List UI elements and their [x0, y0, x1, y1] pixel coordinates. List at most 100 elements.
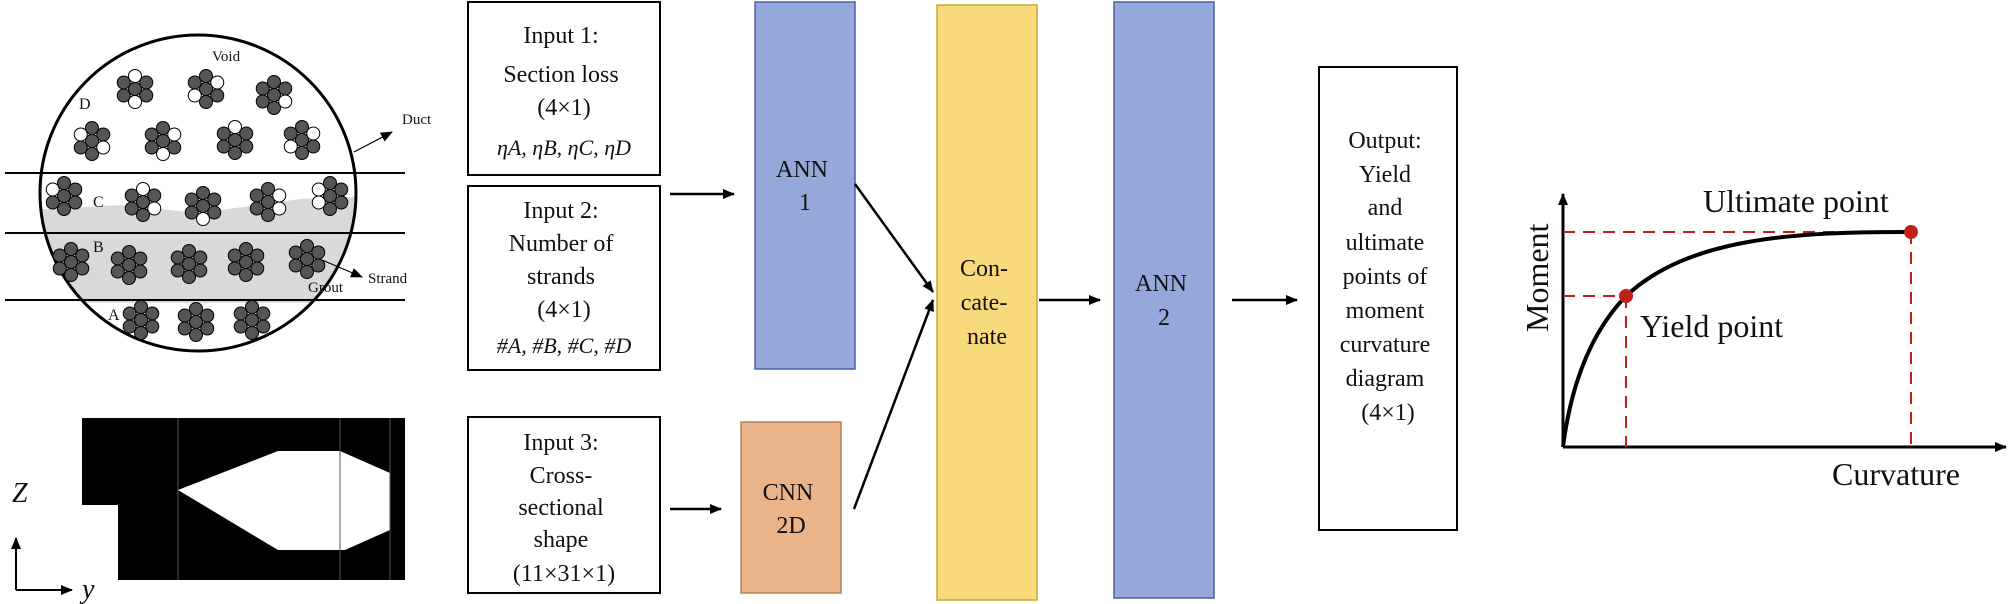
strand-wire [170, 263, 185, 278]
strand-wire [144, 127, 159, 142]
layer-label-b: B [93, 239, 104, 256]
input-2-box [467, 185, 661, 371]
strand-wire [300, 265, 314, 279]
strand-wire [144, 140, 159, 155]
ultimate-point-label: Ultimate point [1703, 183, 1889, 219]
strand-wire [96, 127, 111, 142]
strand-wire [187, 88, 202, 103]
concatenate-block [936, 4, 1038, 601]
strand-wire [261, 182, 275, 196]
ann-1-block [754, 1, 856, 370]
strand-cluster [216, 120, 254, 160]
strand-wire [45, 182, 60, 197]
strand-wire [57, 176, 71, 190]
cnn-2d-line-1: CNN [763, 480, 814, 506]
strand-wire [124, 188, 139, 203]
ann-1-line-2: 1 [799, 190, 811, 216]
arrow-ann1-to-concat [853, 183, 935, 293]
ann-2-label: ANN 2 [1135, 271, 1193, 331]
grout-label: Grout [308, 280, 344, 296]
duct-pointer [353, 131, 393, 153]
input-3-line-1: Cross- [530, 463, 593, 489]
moment-axis-label: Moment [1519, 223, 1555, 332]
strand-cluster [283, 120, 321, 160]
strand-wire [311, 182, 326, 197]
strand-wire [334, 182, 349, 197]
input-2-text: Input 2: Number of strands (4×1) [509, 198, 620, 323]
strand-label: Strand [368, 271, 408, 287]
strand-cluster [45, 176, 83, 216]
concatenate-line-2: cate- [961, 290, 1008, 316]
input-3-line-2: sectional [518, 495, 604, 521]
strand-cluster [177, 302, 215, 342]
input-2-line-1: Number of [509, 231, 614, 257]
cnn-2d-label: CNN 2D [763, 480, 820, 539]
cnn-2d-block [740, 421, 842, 594]
strand-wire [283, 139, 298, 154]
strand-wire [255, 94, 270, 109]
strand-wire [267, 75, 281, 89]
strand-wire [200, 308, 215, 323]
strand-wire [300, 239, 314, 253]
strand-wire [136, 208, 150, 222]
strand-wire [189, 302, 203, 316]
strand-wire [295, 120, 309, 134]
input-3-box [467, 416, 661, 594]
strand-wire [73, 140, 88, 155]
strand-wire [227, 261, 242, 276]
concatenate-line-1: Con- [960, 256, 1008, 282]
strand-wire [196, 186, 210, 200]
strand-cluster [288, 239, 326, 279]
strand-wire [239, 126, 254, 141]
strand-cluster [233, 300, 271, 340]
strand-wire [227, 248, 242, 263]
strand-wire [199, 95, 213, 109]
duct-section: Void Duct Grout Strand D C B A [5, 33, 432, 353]
strand-wire [210, 75, 225, 90]
ann-2-line-1: ANN [1135, 271, 1187, 297]
input-2-vars: #A, #B, #C, #D [497, 333, 632, 358]
strand-wire [288, 258, 303, 273]
output-line-6: moment [1346, 298, 1425, 324]
strand-wire [207, 192, 222, 207]
strand-wire [52, 261, 67, 276]
strand-wire [110, 264, 125, 279]
output-line-4: ultimate [1346, 230, 1425, 256]
strand-wire [122, 245, 136, 259]
strand-wire [167, 127, 182, 142]
strand-wire [139, 75, 154, 90]
strand-cluster [52, 242, 90, 282]
strand-wire [311, 195, 326, 210]
cnn-2d-line-2: 2D [776, 513, 805, 539]
strand-wire [134, 300, 148, 314]
strand-wire [187, 75, 202, 90]
strand-cluster [184, 186, 222, 226]
strand-wire [323, 176, 337, 190]
strand-cluster [110, 245, 148, 285]
curvature-axis-label: Curvature [1832, 456, 1960, 492]
strand-group [45, 69, 349, 342]
strand-cluster [255, 75, 293, 115]
input-1-title: Input 1: [523, 23, 598, 49]
strand-wire [250, 248, 265, 263]
concatenate-line-3: nate [967, 324, 1007, 350]
strand-wire [278, 81, 293, 96]
moment-curvature-curve [1561, 230, 1912, 448]
duct-label: Duct [402, 112, 432, 128]
output-line-7: curvature [1340, 332, 1431, 358]
output-line-8: diagram [1346, 366, 1425, 392]
strand-wire [122, 319, 137, 334]
input-2-line-3: (4×1) [537, 297, 591, 323]
strand-wire [189, 328, 203, 342]
strand-cluster [170, 244, 208, 284]
strand-wire [261, 208, 275, 222]
output-line-2: Yield [1359, 162, 1411, 188]
moment-curvature-plot: Yield point Ultimate point Curvature Mom… [1519, 183, 2007, 492]
strand-pointer [321, 259, 363, 278]
strand-wire [85, 147, 99, 161]
yield-point-marker [1619, 289, 1633, 303]
input-1-text: Input 1: Section loss (4×1) [503, 23, 624, 121]
input-3-text: Input 3: Cross- sectional shape (11×31×1… [513, 430, 615, 587]
strand-wire [228, 146, 242, 160]
input-1-line-1: Section loss [503, 62, 618, 88]
